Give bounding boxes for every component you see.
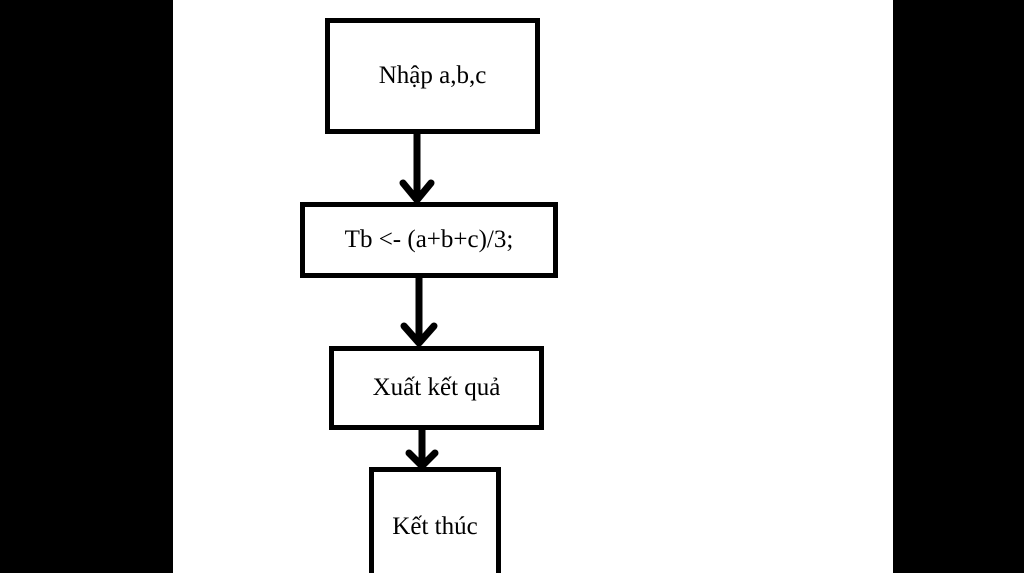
end-step-box: Kết thúc [369, 467, 501, 573]
compute-step-box: Tb <- (a+b+c)/3; [300, 202, 558, 278]
arrow-compute-to-output [400, 274, 438, 347]
flowchart-connectors [399, 130, 439, 470]
input-step-box: Nhập a,b,c [325, 18, 540, 134]
arrow-input-to-compute [399, 130, 435, 204]
output-step-box: Xuất kết quả [329, 346, 544, 430]
output-step-label: Xuất kết quả [372, 374, 501, 401]
arrow-output-to-end [405, 426, 439, 470]
end-step-label: Kết thúc [392, 513, 478, 540]
compute-step-label: Tb <- (a+b+c)/3; [344, 226, 514, 253]
flowchart-canvas: Nhập a,b,c Tb <- (a+b+c)/3; Xuất kết quả… [173, 0, 893, 573]
input-step-label: Nhập a,b,c [378, 62, 487, 89]
